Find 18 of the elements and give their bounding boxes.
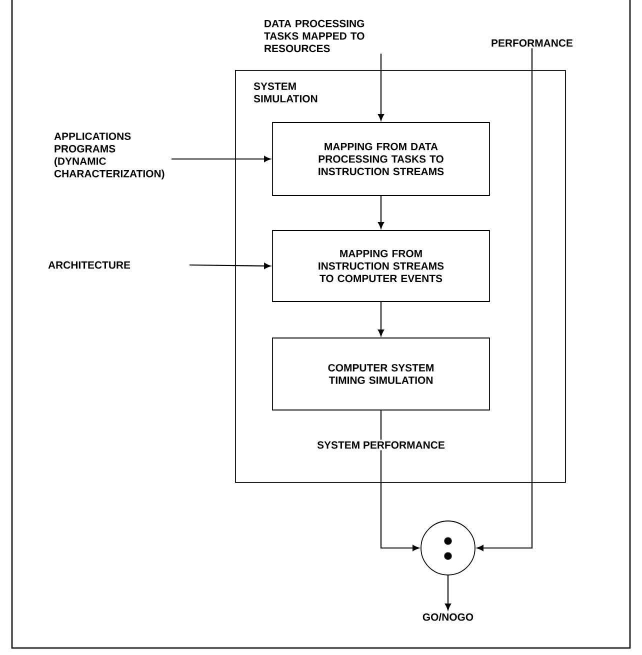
input-label: GO/NOGO	[422, 613, 474, 621]
arrow	[444, 575, 451, 610]
arrow	[190, 262, 271, 269]
input-label: DATA PROCESSING TASKS MAPPED TO RESOURCES	[264, 20, 364, 52]
arrow	[476, 48, 533, 551]
input-label: ARCHITECTURE	[48, 261, 130, 269]
edge-label: SYSTEM PERFORMANCE	[316, 440, 446, 450]
process-box: MAPPING FROM INSTRUCTION STREAMS TO COMPUTER EVENTS	[272, 230, 490, 302]
arrow	[378, 302, 384, 336]
arrow	[378, 196, 384, 229]
arrow	[380, 410, 420, 551]
process-box: MAPPING FROM DATA PROCESSING TASKS TO INSTRUCTION STREAMS	[272, 122, 490, 196]
input-label: PERFORMANCE	[492, 39, 573, 47]
process-box: COMPUTER SYSTEM TIMING SIMULATION	[272, 338, 490, 410]
comparator-circle	[420, 520, 476, 576]
input-label: APPLICATIONS PROGRAMS (DYNAMIC CHARACTERIZATION)	[54, 132, 164, 180]
arrow	[172, 156, 271, 162]
arrow	[378, 54, 384, 121]
